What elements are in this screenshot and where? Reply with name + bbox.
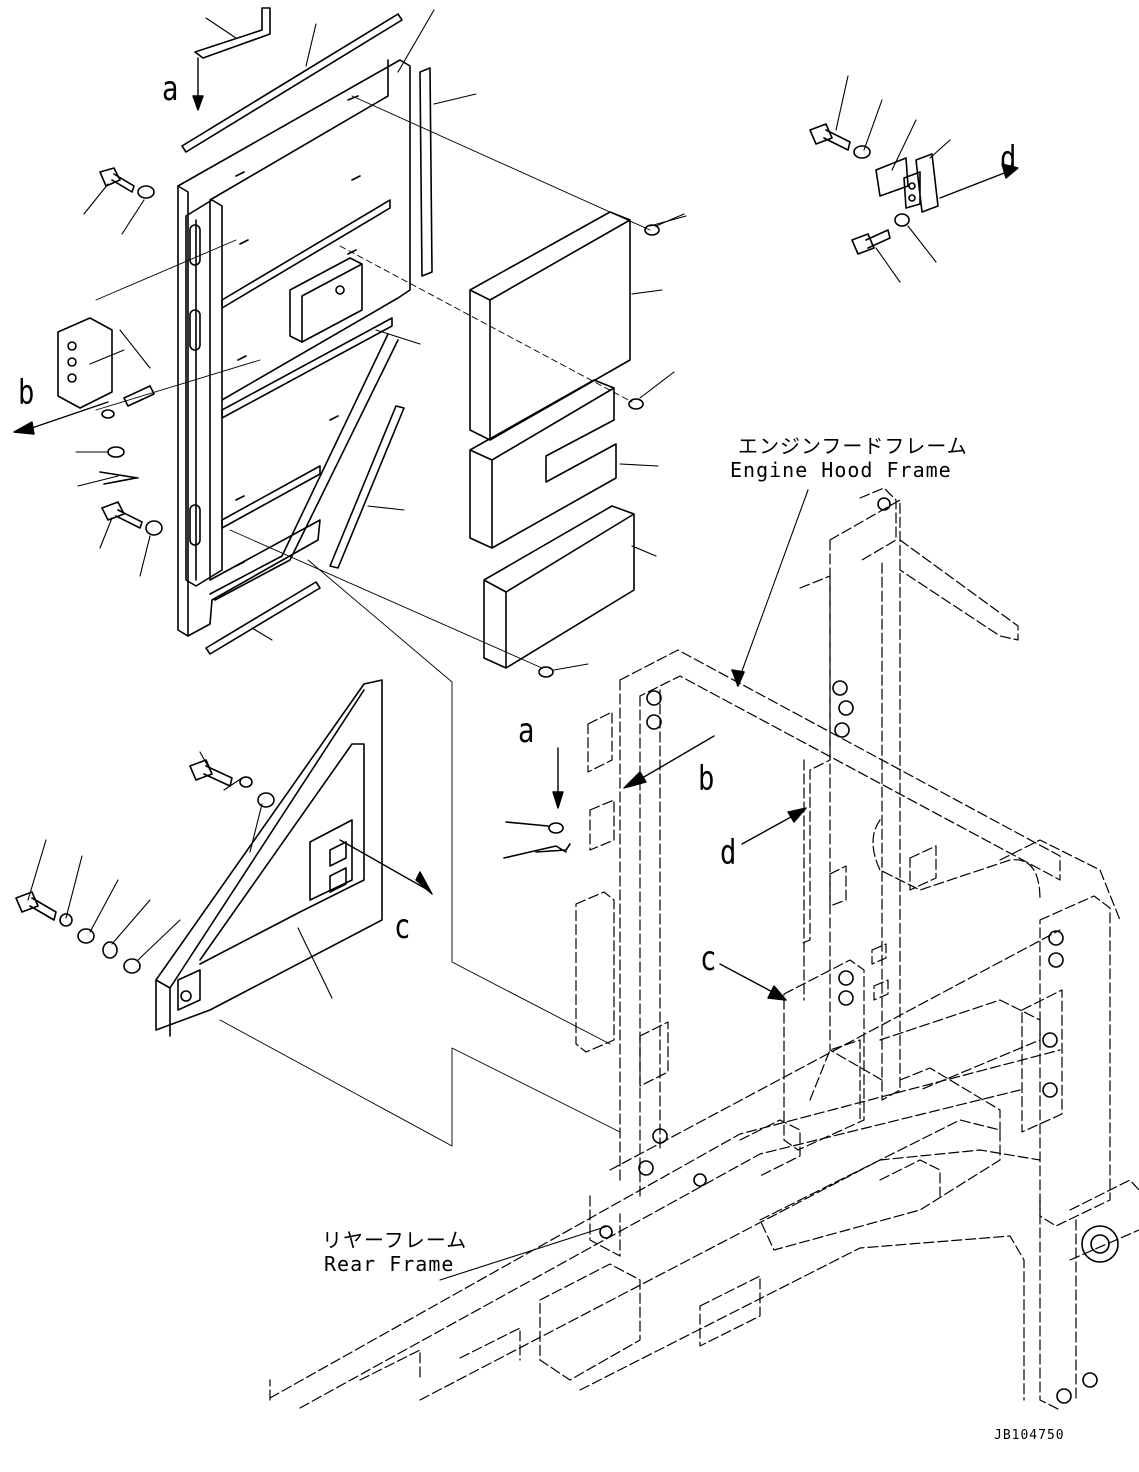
washer xyxy=(257,792,275,808)
brace xyxy=(221,465,321,529)
arrow-b-left xyxy=(13,421,35,435)
arrow-a-top xyxy=(192,95,204,111)
door-panel-assembly xyxy=(57,7,433,655)
arrows xyxy=(13,57,1019,1001)
side-panel-assembly xyxy=(155,679,383,1037)
washer xyxy=(145,520,163,536)
callout-a-frame: a xyxy=(518,711,535,751)
washer xyxy=(77,928,95,944)
hinge-rail xyxy=(185,199,223,587)
brace xyxy=(221,199,391,309)
bolt xyxy=(15,891,57,921)
bolt xyxy=(101,501,143,529)
bolt xyxy=(809,123,851,151)
washer xyxy=(137,185,155,199)
rear-frame-label-en: Rear Frame xyxy=(324,1252,455,1276)
insulation-panel-upper xyxy=(469,211,631,441)
explosion-lines xyxy=(95,95,651,1147)
callout-b-left: b xyxy=(18,373,35,413)
fastener xyxy=(628,398,644,410)
bolts-middle-left xyxy=(15,759,275,974)
callout-c-frame: c xyxy=(700,939,717,979)
arrow-b-frame xyxy=(623,771,647,789)
callout-a-top: a xyxy=(162,69,179,109)
hinge-plate xyxy=(57,317,113,409)
diagonal-seal-strip xyxy=(329,405,405,569)
panel-bracket xyxy=(309,819,353,901)
rail-slot xyxy=(189,224,201,266)
engine-hood-frame-label-jp: エンジンフードフレーム xyxy=(738,434,968,458)
arrow-c-mid xyxy=(415,871,433,895)
arrow-d-top xyxy=(1001,163,1019,179)
fastener xyxy=(538,666,554,678)
arrow-d-frame xyxy=(787,807,807,823)
clip-pin xyxy=(99,471,139,485)
door-rod xyxy=(194,7,271,59)
latch-parts-detail-d xyxy=(809,123,939,255)
washer xyxy=(107,446,125,458)
callout-b-frame: b xyxy=(698,759,715,799)
callout-d-top: d xyxy=(1000,139,1017,179)
washer xyxy=(59,913,73,927)
bolt xyxy=(99,167,135,193)
top-seal-strip xyxy=(181,13,403,153)
frame-bolts xyxy=(503,497,1119,1404)
latch-plate xyxy=(875,157,909,197)
rear-frame-label-jp: リヤーフレーム xyxy=(322,1228,468,1252)
rail-slot xyxy=(189,309,201,351)
fastener xyxy=(644,224,660,236)
bolts-upper-left xyxy=(99,167,163,536)
clip-pin xyxy=(535,843,571,853)
callout-c-mid: c xyxy=(394,907,411,947)
washer xyxy=(239,776,253,788)
nut xyxy=(102,941,118,959)
washer xyxy=(853,145,871,159)
leader-rear-frame xyxy=(439,1225,609,1281)
mount-boss xyxy=(1081,1225,1119,1263)
rail-slot xyxy=(189,504,201,546)
side-seal-strip xyxy=(419,67,433,277)
leader-lines xyxy=(27,9,951,999)
brace xyxy=(221,317,393,419)
callout-d-frame: d xyxy=(720,833,737,873)
bolt xyxy=(851,229,891,255)
door-frame-edge xyxy=(177,185,189,637)
figure-code: JB104750 xyxy=(994,1428,1065,1443)
arrow-c-frame xyxy=(767,985,787,1001)
latch-block xyxy=(289,257,363,343)
washer xyxy=(894,213,910,227)
insulation-panel-lower xyxy=(483,505,635,669)
bottom-seal-strip xyxy=(205,581,321,655)
insulation-panels xyxy=(469,211,660,678)
bolt xyxy=(189,759,233,787)
side-panel xyxy=(155,679,383,1031)
door-frame xyxy=(177,59,411,637)
rear-frame xyxy=(269,929,1139,1409)
insulation-panel-middle xyxy=(469,379,617,549)
engine-hood-frame-label-en: Engine Hood Frame xyxy=(730,458,952,482)
arrow-a-frame xyxy=(552,791,564,809)
engine-hood-frame xyxy=(575,487,1121,1411)
washer xyxy=(123,958,141,974)
striker-bracket xyxy=(903,153,939,213)
washer xyxy=(548,822,564,834)
leader-engine-hood-frame xyxy=(737,489,809,683)
